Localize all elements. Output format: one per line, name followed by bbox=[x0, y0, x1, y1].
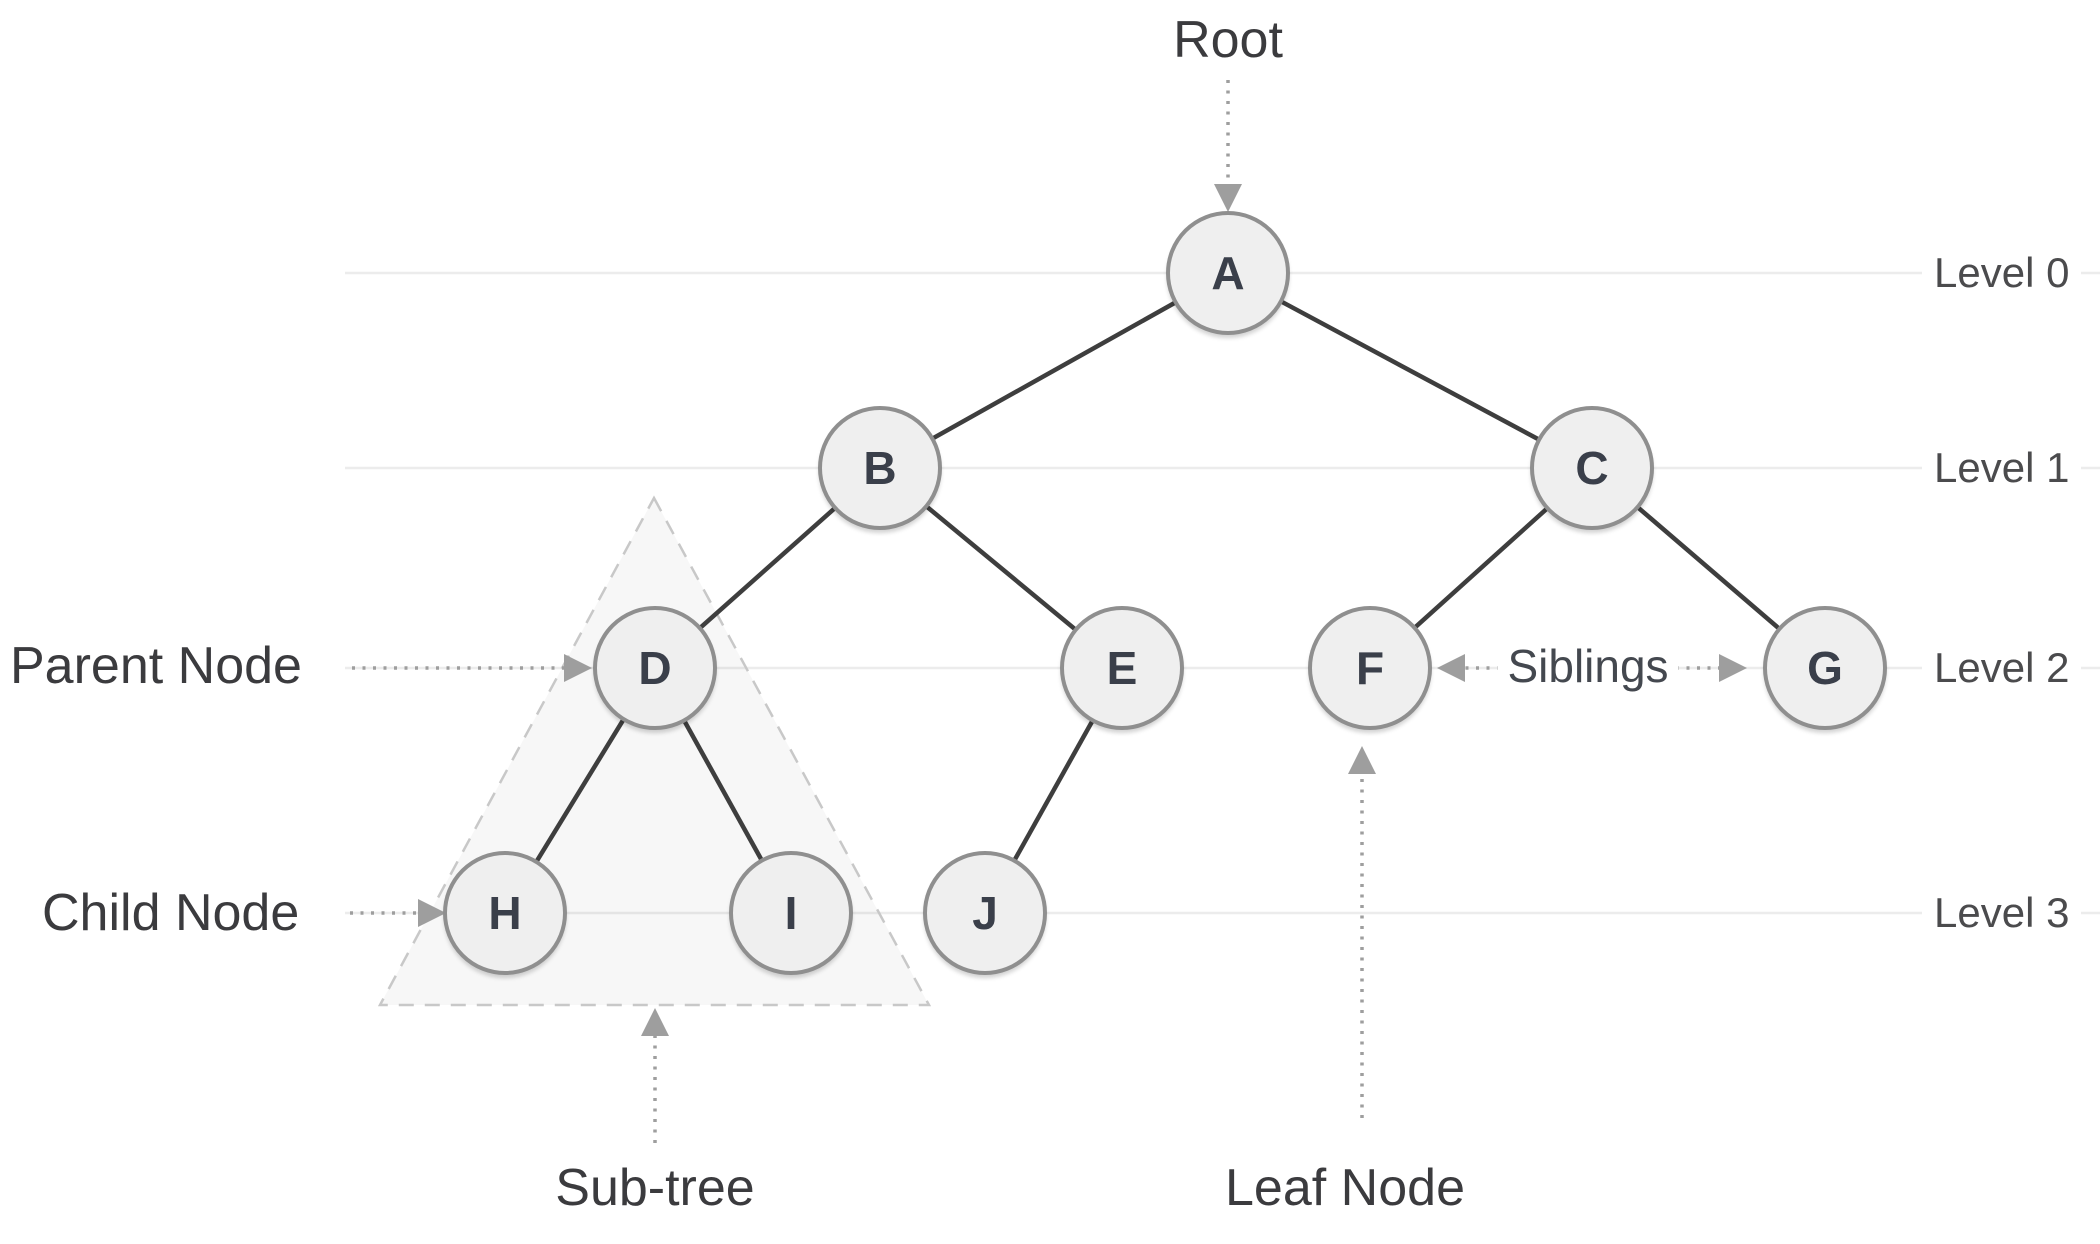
child-arrowhead bbox=[418, 899, 446, 927]
tree-node-g: G bbox=[1763, 606, 1887, 730]
subtree-triangle bbox=[377, 495, 932, 1007]
leaf-node-label: Leaf Node bbox=[1225, 1159, 1465, 1217]
tree-node-b: B bbox=[818, 406, 942, 530]
node-g-label: G bbox=[1807, 642, 1843, 694]
edge-a-b bbox=[878, 271, 1230, 470]
tree-node-d: D bbox=[593, 606, 717, 730]
subtree-arrowhead bbox=[641, 1008, 669, 1036]
edge-a-c bbox=[1226, 271, 1594, 470]
tree-node-j: J bbox=[923, 851, 1047, 975]
tree-node-c: C bbox=[1530, 406, 1654, 530]
node-f-label: F bbox=[1355, 642, 1385, 694]
tree-node-e: E bbox=[1060, 606, 1184, 730]
annotation-arrows bbox=[350, 80, 1719, 1143]
tree-node-f: F bbox=[1308, 606, 1432, 730]
tree-node-h: H bbox=[443, 851, 567, 975]
node-c-label: C bbox=[1575, 442, 1609, 494]
child-node-label: Child Node bbox=[42, 884, 300, 942]
annotation-arrowheads bbox=[418, 184, 1747, 1036]
level-0-label: Level 0 bbox=[1922, 250, 2082, 296]
node-e-label: E bbox=[1106, 642, 1138, 694]
siblings-right-arrowhead bbox=[1719, 654, 1747, 682]
node-b-label: B bbox=[863, 442, 897, 494]
level-3-label: Level 3 bbox=[1922, 890, 2082, 936]
tree-node-a: A bbox=[1166, 211, 1290, 335]
node-a-label: A bbox=[1211, 247, 1245, 299]
siblings-label: Siblings bbox=[1497, 639, 1679, 693]
parent-node-label: Parent Node bbox=[10, 637, 302, 695]
node-j-label: J bbox=[972, 887, 998, 939]
tree-node-i: I bbox=[729, 851, 853, 975]
leaf-arrowhead bbox=[1348, 746, 1376, 774]
level-2-label: Level 2 bbox=[1922, 645, 2082, 691]
parent-arrowhead bbox=[564, 654, 592, 682]
level-1-label: Level 1 bbox=[1922, 445, 2082, 491]
node-i-label: I bbox=[784, 887, 798, 939]
root-label: Root bbox=[1173, 11, 1283, 69]
node-h-label: H bbox=[488, 887, 522, 939]
subtree-label: Sub-tree bbox=[555, 1159, 755, 1217]
siblings-left-arrowhead bbox=[1437, 654, 1465, 682]
node-d-label: D bbox=[638, 642, 672, 694]
root-arrowhead bbox=[1214, 184, 1242, 212]
